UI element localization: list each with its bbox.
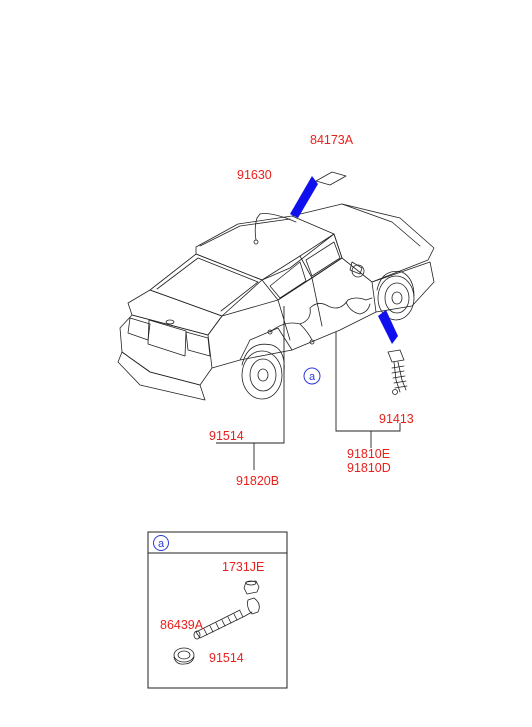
- label-1731JE: 1731JE: [222, 560, 264, 574]
- label-91810D: 91810D: [347, 461, 391, 475]
- leader-lines: [216, 306, 401, 470]
- callout-arrow-roof: [290, 176, 318, 218]
- car-illustration: [117, 203, 435, 401]
- detail-box-ref: a: [158, 538, 165, 550]
- label-86439A: 86439A: [160, 618, 204, 632]
- label-91413: 91413: [379, 412, 414, 426]
- label-91514-detail: 91514: [209, 651, 244, 665]
- detail-ref-text: a: [309, 371, 316, 383]
- detail-box: a 1731JE 86439A 91514: [147, 531, 288, 689]
- label-91630: 91630: [237, 168, 272, 182]
- label-91514-main: 91514: [209, 429, 244, 443]
- grommet-cap-1731JE: [243, 580, 260, 595]
- label-84173A: 84173A: [310, 133, 354, 147]
- detail-ref-marker[interactable]: a: [303, 367, 321, 385]
- label-91810E: 91810E: [347, 447, 390, 461]
- ring-86439A: [173, 647, 195, 665]
- sticker-84173A-shape: [315, 171, 347, 186]
- wiring-harness: [253, 213, 373, 345]
- callout-arrow-door: [378, 310, 398, 344]
- label-91820B: 91820B: [236, 474, 279, 488]
- connector-91413: [387, 349, 408, 395]
- corrugated-boot-91514: [193, 597, 260, 640]
